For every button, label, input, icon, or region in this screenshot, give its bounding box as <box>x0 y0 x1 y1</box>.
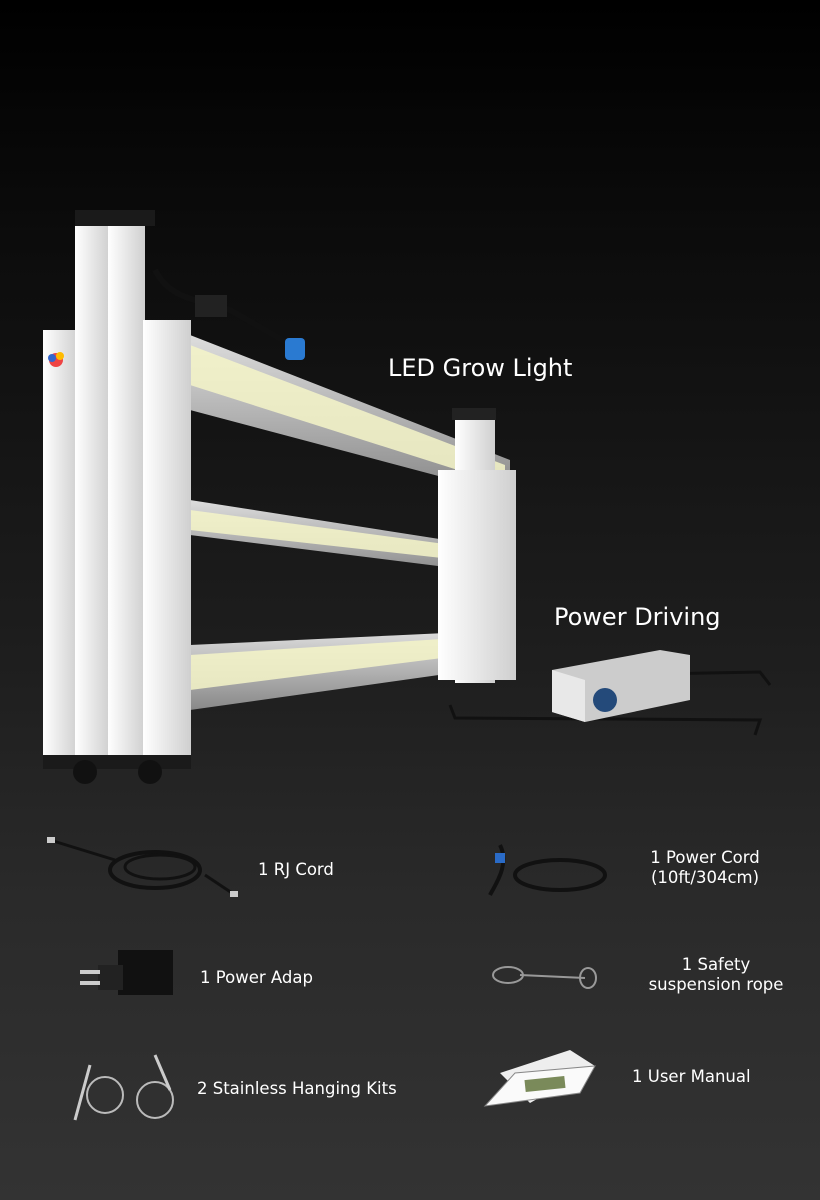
power-cord-length: (10ft/304cm) <box>650 868 760 887</box>
safety-rope-label: 1 Safety suspension rope <box>636 955 796 995</box>
safety-rope-sub: suspension rope <box>648 975 784 994</box>
power-driving-label: Power Driving <box>554 603 721 631</box>
power-cord-label: 1 Power Cord (10ft/304cm) <box>630 848 780 888</box>
safety-rope-icon <box>492 966 597 989</box>
hanging-kits-label: 2 Stainless Hanging Kits <box>197 1079 397 1098</box>
power-cord-icon <box>488 844 607 896</box>
brand-logo <box>48 352 64 367</box>
power-cord-title: 1 Power Cord <box>650 848 760 867</box>
rj-cord-label: 1 RJ Cord <box>258 860 334 879</box>
led-grow-light-image <box>43 210 772 784</box>
safety-rope-title: 1 Safety <box>681 955 751 974</box>
rj-cord-icon <box>47 837 238 897</box>
power-adapter-label: 1 Power Adap <box>200 968 313 987</box>
led-grow-light-label: LED Grow Light <box>388 354 573 382</box>
hanging-kit-icon <box>73 1054 174 1121</box>
user-manual-label: 1 User Manual <box>632 1067 751 1086</box>
user-manual-icon <box>483 1050 596 1107</box>
power-adapter-icon <box>80 950 173 995</box>
